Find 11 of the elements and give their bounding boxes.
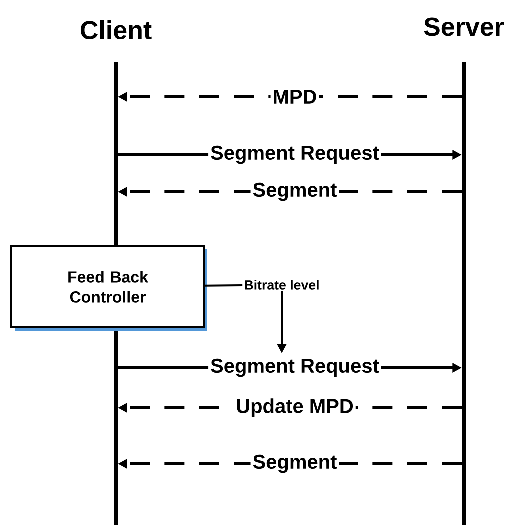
column-heading: Client (80, 20, 152, 40)
edge-label: MPD (270, 88, 320, 106)
column-heading: Server (424, 18, 504, 36)
edge-label: Segment (250, 452, 340, 476)
edge-label: Segment (250, 180, 340, 204)
edge-label: Update MPD (234, 396, 356, 420)
process-box: Feed Back Controller (10, 246, 207, 331)
edge-label: Segment Request (208, 356, 382, 380)
connector-line (205, 284, 243, 287)
edge-label-text: Bitrate level (245, 280, 319, 290)
edge-label: Segment Request (208, 144, 382, 166)
